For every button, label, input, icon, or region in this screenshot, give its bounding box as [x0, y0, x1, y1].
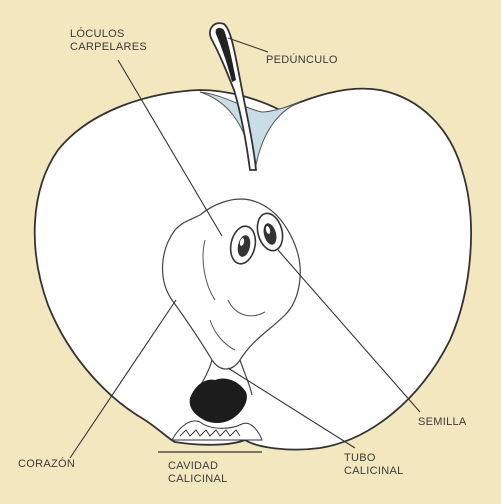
- label-pedunculo-text: PEDÚNCULO: [266, 54, 338, 67]
- label-cavidad-line2: CALICINAL: [168, 473, 228, 486]
- label-semilla-text: SEMILLA: [418, 416, 467, 429]
- label-tubo-line2: CALICINAL: [344, 465, 404, 478]
- label-loculos-carpelares: LÓCULOS CARPELARES: [70, 28, 147, 54]
- label-corazon-text: CORAZÓN: [18, 458, 75, 471]
- label-semilla: SEMILLA: [418, 416, 467, 429]
- label-loculos-line2: CARPELARES: [70, 41, 147, 54]
- label-tubo-line1: TUBO: [344, 452, 404, 465]
- label-loculos-line1: LÓCULOS: [70, 28, 147, 41]
- label-pedunculo: PEDÚNCULO: [266, 54, 338, 67]
- label-cavidad-line1: CAVIDAD: [168, 460, 228, 473]
- label-tubo-calicinal: TUBO CALICINAL: [344, 452, 404, 478]
- label-corazon: CORAZÓN: [18, 458, 75, 471]
- label-cavidad-calicinal: CAVIDAD CALICINAL: [168, 460, 228, 486]
